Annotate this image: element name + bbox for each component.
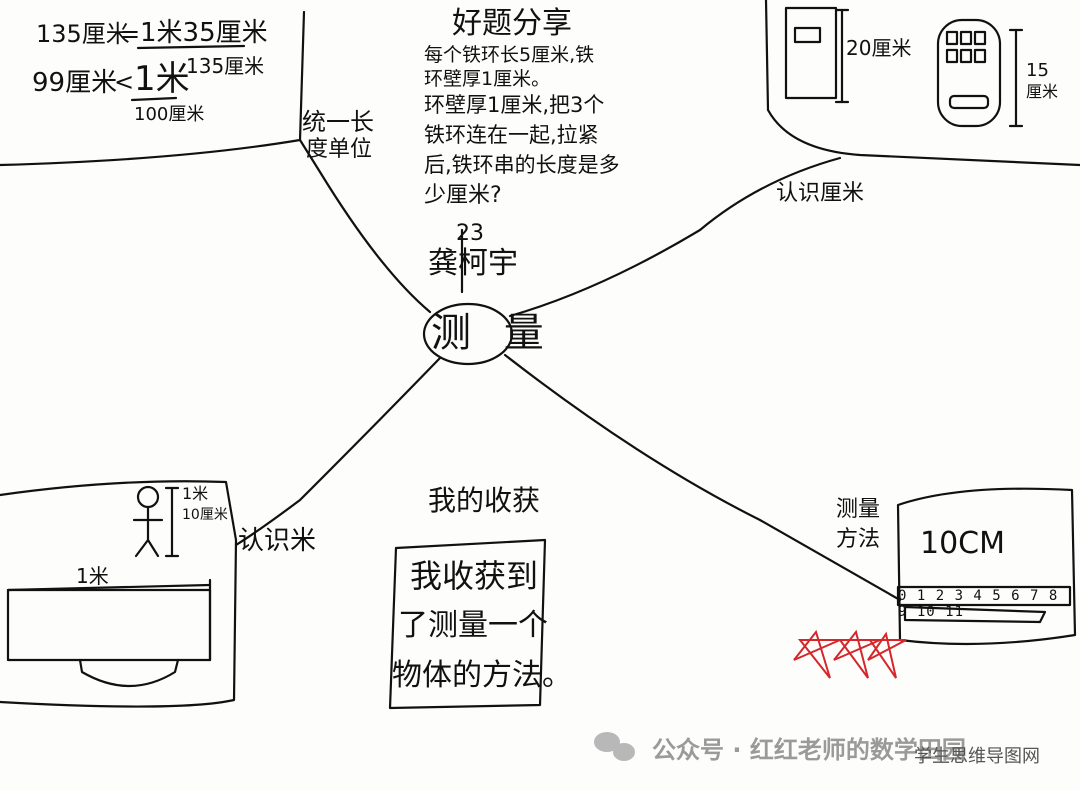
ruler-strip	[896, 585, 1072, 607]
problem-line-6: 少厘米?	[424, 183, 502, 208]
phone-length-label-2: 厘米	[1026, 82, 1059, 101]
person-height-label-1: 1米	[182, 484, 209, 503]
equation-2-note: 100厘米	[134, 104, 205, 125]
wechat-icon	[594, 732, 635, 761]
equation-1-note: 135厘米	[186, 54, 265, 78]
three-star-rating-icon	[793, 629, 907, 679]
equation-1-right: 1米35厘米	[140, 18, 268, 48]
branch-top-right	[508, 156, 842, 318]
branch-bottom-left	[234, 356, 442, 547]
harvest-line-3: 物体的方法。	[392, 658, 572, 693]
person-height-label-2: 10厘米	[182, 507, 228, 523]
equation-1-left: 135厘米	[36, 20, 130, 48]
measure-result: 10CM	[920, 526, 1006, 561]
problem-title: 好题分享	[452, 6, 572, 41]
branch-label-unify-units-1: 统一长	[302, 108, 374, 136]
harvest-card-outline	[388, 538, 547, 710]
branch-label-method-1: 测量	[836, 497, 881, 522]
equation-2-left: 99厘米	[32, 68, 118, 98]
center-topic: 测 量	[431, 310, 554, 356]
harvest-line-1: 我收获到	[410, 557, 539, 595]
ruler-box-outline	[896, 487, 1077, 646]
author-number: 23	[456, 221, 484, 246]
problem-line-2: 环壁厚1厘米。	[424, 68, 551, 90]
harvest-line-2: 了测量一个	[398, 608, 548, 643]
harvest-title: 我的收获	[428, 484, 541, 517]
one-meter-bar	[6, 588, 212, 662]
author-name: 龚柯宇	[428, 246, 518, 281]
branch-label-method-2: 方法	[836, 527, 881, 552]
problem-line-4: 铁环连在一起,拉紧	[424, 123, 599, 147]
branch-bottom-right	[503, 353, 902, 602]
problem-line-3: 环壁厚1厘米,把3个	[424, 93, 605, 117]
branch-label-meter: 认识米	[238, 526, 317, 556]
bottom-left-region-outline	[0, 480, 238, 708]
stick-figure-head	[136, 485, 160, 509]
center-oval	[422, 302, 514, 366]
equation-2-operator: <	[114, 68, 135, 96]
branch-label-unify-units-2: 度单位	[306, 137, 373, 162]
top-left-region-outline	[0, 10, 306, 167]
watermark-overlay: 学生思维导图网	[914, 746, 1040, 767]
phone-length-label-1: 15	[1026, 60, 1049, 81]
branch-top-left	[298, 138, 432, 314]
watermark-main: 公众号 · 红红老师的数学田园	[652, 736, 966, 764]
ruler-digits: 0 1 2 3 4 5 6 7 8 9 10 11	[898, 588, 1059, 620]
top-right-region-outline	[764, 0, 1080, 167]
equation-1-operator: =	[120, 20, 141, 48]
bar-length-label: 1米	[76, 564, 109, 588]
problem-line-1: 每个铁环长5厘米,铁	[424, 44, 595, 66]
door-outline	[784, 6, 838, 100]
door-width-label: 20厘米	[846, 36, 912, 60]
equation-2-right: 1米	[134, 59, 190, 99]
phone-outline	[936, 18, 1002, 128]
problem-line-5: 后,铁环串的长度是多	[424, 153, 620, 177]
branch-label-centimeter: 认识厘米	[776, 181, 865, 206]
